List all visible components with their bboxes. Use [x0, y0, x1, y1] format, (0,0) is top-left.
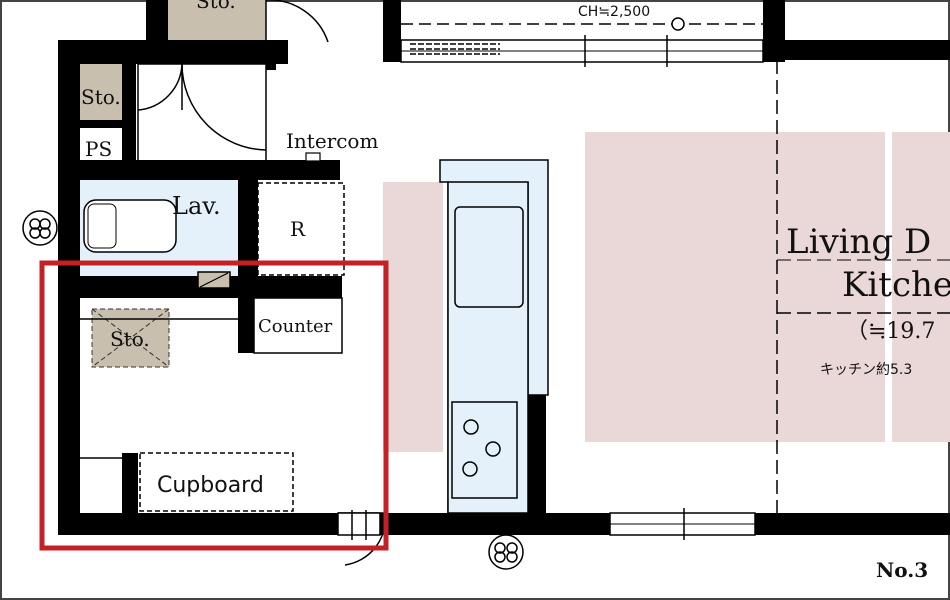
door-entry: [181, 63, 267, 151]
ceiling-height-label: CH≒2,500: [578, 4, 650, 20]
kitchen-stove: [451, 401, 518, 499]
ceiling-light-icon: [671, 17, 685, 31]
cupboard-label: Cupboard: [157, 473, 264, 498]
storage-middle-label: Sto.: [110, 327, 150, 351]
stove-burner-icon-2: [485, 441, 501, 457]
ps-label: PS: [85, 137, 112, 161]
stove-burner-icon: [463, 419, 479, 435]
counter-label: Counter: [258, 316, 333, 337]
washbasin-icon: [83, 199, 177, 253]
storage-left-fill: [80, 64, 122, 120]
washer-outlet-icon-bottom: [488, 534, 524, 570]
counter-box: [253, 297, 343, 354]
stove-burner-icon-3: [462, 461, 478, 477]
living-label-line1: Living D: [786, 222, 931, 262]
living-zone-highlight: [585, 132, 885, 442]
door-bottom-jamb: [337, 512, 381, 536]
intercom-label: Intercom: [286, 129, 378, 153]
highlight-frame: [39, 260, 389, 551]
partition-line: [137, 63, 267, 163]
storage-left-label: Sto.: [81, 85, 121, 109]
unit-number-label: No.3: [876, 558, 928, 582]
washbasin-inner: [87, 203, 117, 249]
floor-drain-slash: [199, 272, 229, 288]
kitchen-note-label: キッチン約5.3: [820, 362, 912, 378]
storage-top-label: Sto.: [196, 0, 236, 13]
restroom-label: R: [290, 217, 306, 241]
restroom-box: [257, 182, 345, 276]
door-storage-left: [137, 63, 183, 111]
kitchen-sink: [454, 206, 524, 308]
living-area-label: （≒19.7: [846, 319, 935, 344]
cupboard-box: [139, 452, 294, 512]
lavatory-label: Lav.: [172, 192, 221, 220]
window-top-hatch: [410, 43, 500, 55]
living-label-line2: Kitche: [842, 265, 950, 305]
washer-outlet-icon-left: [22, 210, 58, 246]
intercom-icon: [305, 152, 321, 162]
storage-top-fill: [168, 0, 266, 44]
corridor-zone-highlight: [383, 182, 443, 452]
living-zone-highlight-right: [892, 132, 950, 442]
walls: [58, 0, 950, 535]
door-storage-top: [265, 0, 329, 43]
